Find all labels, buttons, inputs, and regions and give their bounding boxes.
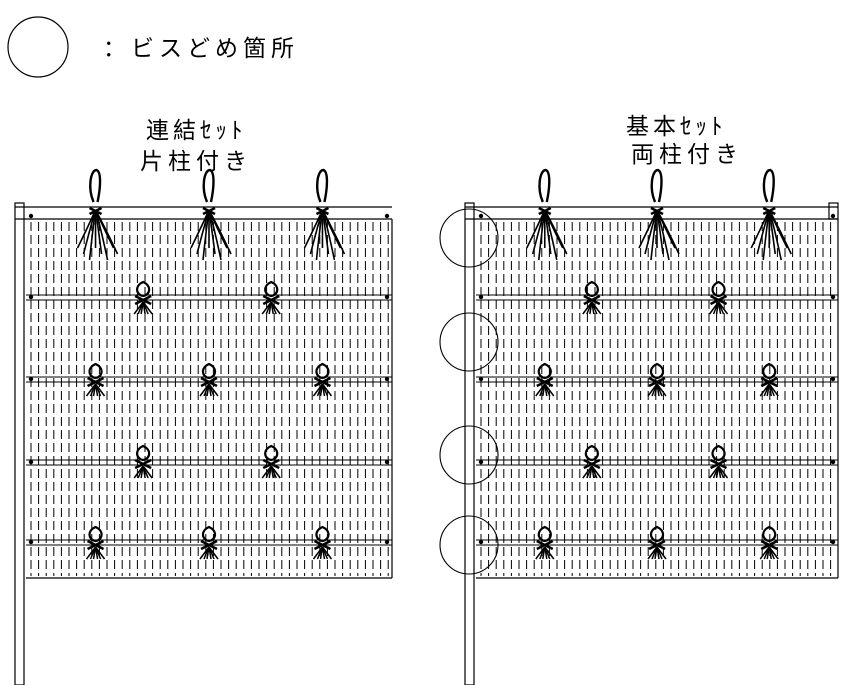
legend-circle-icon — [7, 16, 69, 78]
left-panel-title: 連結ｾｯﾄ 片柱付き — [140, 118, 252, 175]
straw-knot — [133, 444, 153, 479]
straw-knot — [199, 525, 219, 560]
right-title-line1: 基本ｾｯﾄ — [626, 114, 727, 140]
bamboo-fence-panel — [30, 222, 389, 576]
straw-knot — [535, 362, 555, 397]
right-panel-title: 基本ｾｯﾄ 両柱付き — [626, 114, 743, 168]
straw-knot — [582, 280, 602, 315]
left-title-line1: 連結ｾｯﾄ — [146, 118, 247, 144]
left-fence-panel — [14, 168, 393, 685]
straw-knot — [312, 362, 333, 397]
legend: ：ビスどめ箇所 — [7, 16, 299, 78]
straw-knot — [647, 525, 667, 560]
straw-knot — [85, 525, 106, 560]
right-fence-panel — [439, 168, 839, 685]
straw-knot — [535, 525, 555, 560]
left-title-line2: 片柱付き — [140, 149, 252, 175]
straw-knot — [708, 444, 729, 479]
straw-knot — [312, 525, 333, 560]
straw-knot — [708, 280, 729, 315]
screw-point-marker — [439, 425, 499, 485]
straw-knot — [647, 362, 667, 397]
straw-knot — [85, 362, 106, 397]
right-title-line2: 両柱付き — [631, 142, 743, 168]
hanging-rope-tassel — [303, 168, 346, 261]
hanging-rope-tassel — [190, 168, 232, 261]
screw-point-marker — [439, 312, 499, 372]
straw-knot — [133, 280, 153, 315]
screw-point-marker — [439, 208, 499, 268]
straw-knot — [199, 362, 219, 397]
straw-knot — [759, 525, 779, 560]
straw-knot — [261, 280, 281, 315]
legend-text: ：ビスどめ箇所 — [103, 36, 299, 62]
fence-post — [464, 202, 475, 685]
hanging-rope-tassel — [638, 168, 680, 261]
screw-point-marker — [439, 515, 499, 575]
bamboo-fence-panel — [480, 222, 832, 576]
straw-knot — [759, 362, 779, 397]
straw-knot — [261, 444, 281, 479]
hanging-rope-tassel — [750, 168, 792, 261]
hanging-rope-tassel — [526, 168, 568, 261]
hanging-rope-tassel — [76, 168, 119, 261]
fence-post — [14, 202, 25, 685]
straw-knot — [582, 444, 602, 479]
